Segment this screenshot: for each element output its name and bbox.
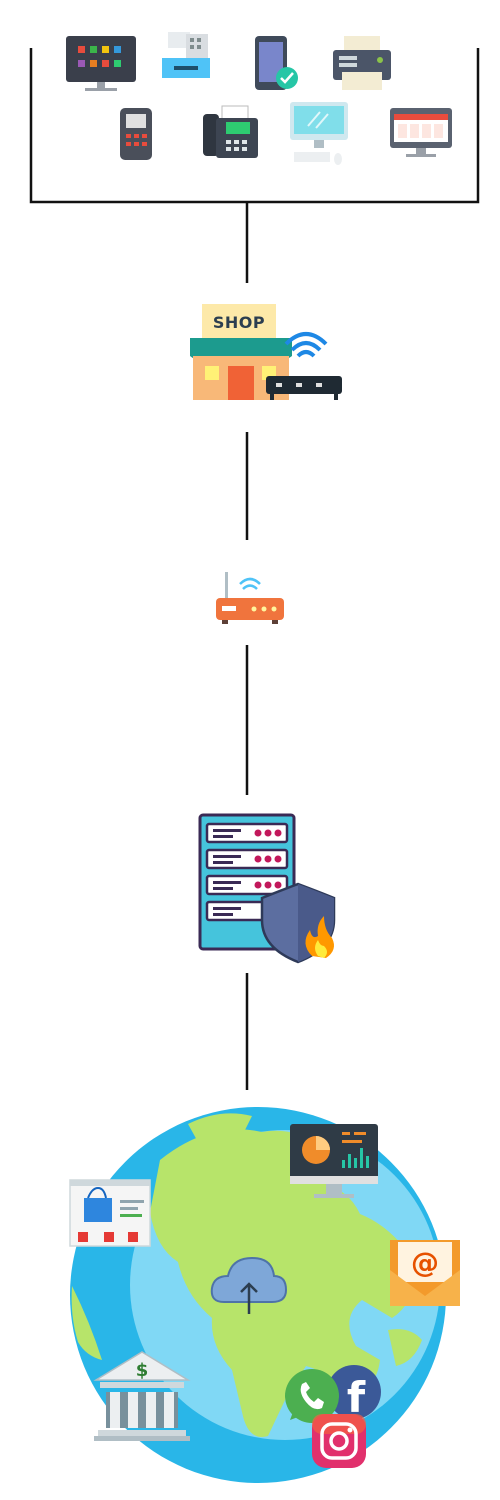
email-at-symbol: @	[411, 1246, 439, 1279]
instagram-icon	[312, 1414, 366, 1468]
smart-tv-icon	[66, 36, 136, 91]
card-reader-icon	[120, 108, 152, 160]
router-icon	[216, 572, 284, 624]
smartphone-check-icon	[255, 36, 298, 90]
bank-icon: $	[93, 1351, 191, 1441]
fax-machine-icon	[203, 105, 258, 158]
email-icon: @	[390, 1240, 460, 1306]
facebook-icon: f	[327, 1365, 381, 1422]
pos-monitor-icon	[390, 108, 452, 157]
whatsapp-icon	[285, 1369, 339, 1423]
shop-sign-text: SHOP	[213, 313, 265, 332]
facebook-letter: f	[347, 1373, 366, 1422]
shop-icon: SHOP	[190, 304, 292, 400]
printer-icon	[333, 36, 391, 90]
desktop-computer-icon	[290, 102, 348, 165]
cash-register-icon	[162, 32, 210, 78]
cloud-upload-icon	[210, 1256, 288, 1314]
analytics-monitor-icon	[290, 1124, 378, 1198]
firewall-shield-icon	[260, 882, 336, 964]
bank-dollar-symbol: $	[136, 1360, 149, 1381]
online-store-icon	[69, 1179, 151, 1247]
devices-bracket	[29, 48, 480, 204]
wifi-router-icon	[266, 332, 342, 400]
